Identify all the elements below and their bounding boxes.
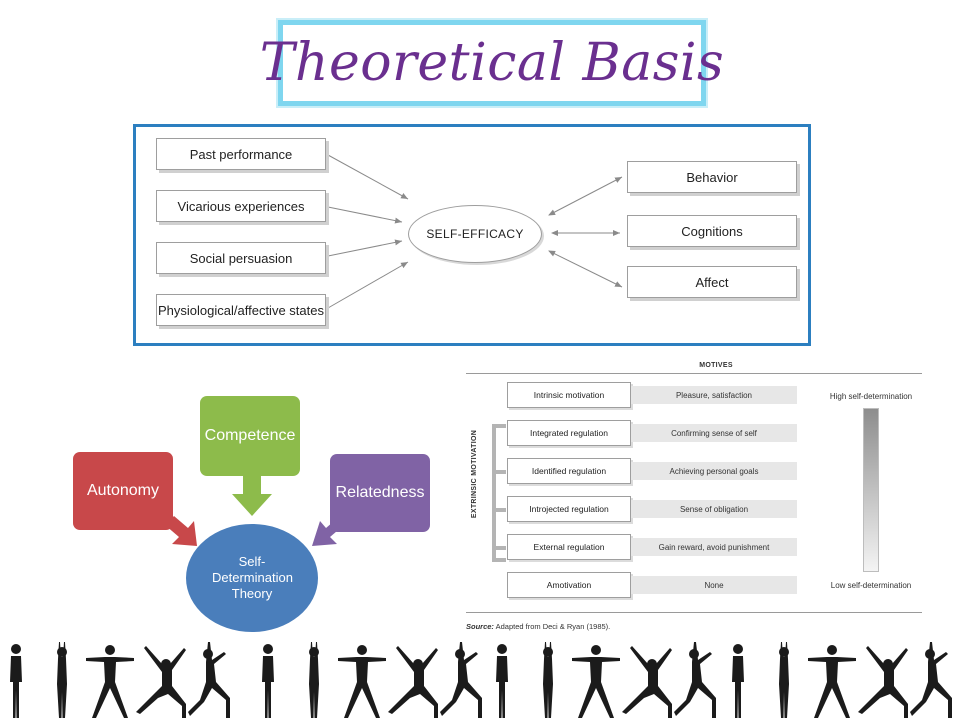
regulation-label: Introjected regulation [507, 496, 631, 522]
sdt-center-node: Self- Determination Theory [186, 524, 318, 632]
source-text: Adapted from Deci & Ryan (1985). [495, 622, 611, 631]
outcome-box: Affect [627, 266, 797, 298]
relatedness-box: Relatedness [330, 454, 430, 532]
motive-cell: None [631, 576, 797, 594]
arrow-affect [548, 250, 623, 288]
source-box: Physiological/affective states [156, 294, 326, 326]
source-box: Past performance [156, 138, 326, 170]
low-self-determination-label: Low self-determination [830, 581, 912, 590]
motive-cell: Pleasure, satisfaction [631, 386, 797, 404]
table-rule [466, 612, 922, 613]
motives-heading: MOTIVES [699, 362, 733, 369]
self-determination-gradient [863, 408, 879, 572]
extrinsic-bracket [492, 424, 506, 562]
outcome-box: Cognitions [627, 215, 797, 247]
source-prefix: Source: [466, 622, 494, 631]
regulation-label: Identified regulation [507, 458, 631, 484]
regulation-label: Integrated regulation [507, 420, 631, 446]
source-box: Social persuasion [156, 242, 326, 274]
table-source: Source: Adapted from Deci & Ryan (1985). [466, 622, 610, 631]
regulation-label: Intrinsic motivation [507, 382, 631, 408]
source-box: Vicarious experiences [156, 190, 326, 222]
high-self-determination-label: High self-determination [829, 392, 913, 401]
motive-cell: Sense of obligation [631, 500, 797, 518]
title-banner: Theoretical Basis [260, 20, 724, 106]
regulation-label: External regulation [507, 534, 631, 560]
motives-table: MOTIVES EXTRINSIC MOTIVATION Intrinsic m… [466, 360, 922, 640]
table-rule [466, 373, 922, 374]
self-efficacy-arrows [327, 154, 623, 309]
competence-box: Competence [200, 396, 300, 476]
arrow-social-persuasion [327, 239, 403, 257]
self-efficacy-node: SELF-EFFICACY [408, 205, 542, 263]
arrow-behavior [548, 176, 623, 216]
autonomy-arrow [165, 516, 197, 546]
sdt-center-line: Self- [238, 554, 266, 569]
motive-cell: Achieving personal goals [631, 462, 797, 480]
sdt-center-line: Theory [231, 586, 273, 601]
arrow-vicarious [327, 206, 403, 224]
self-efficacy-diagram: Past performance Vicarious experiences S… [133, 124, 811, 346]
motive-cell: Confirming sense of self [631, 424, 797, 442]
arrow-physiological [327, 261, 409, 309]
arrow-past-performance [327, 154, 409, 200]
extrinsic-motivation-label: EXTRINSIC MOTIVATION [471, 429, 478, 519]
yoga-silhouettes-border [0, 642, 960, 720]
autonomy-box: Autonomy [73, 452, 173, 530]
competence-arrow [232, 476, 272, 516]
outcome-box: Behavior [627, 161, 797, 193]
sdt-center-line: Determination [212, 570, 293, 585]
page-title: Theoretical Basis [259, 33, 725, 93]
regulation-label: Amotivation [507, 572, 631, 598]
motive-cell: Gain reward, avoid punishment [631, 538, 797, 556]
